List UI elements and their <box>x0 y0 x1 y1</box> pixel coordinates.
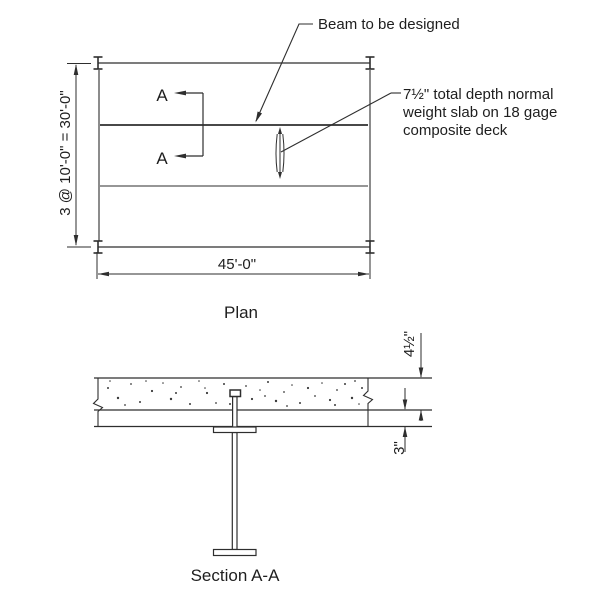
span-dimension <box>96 252 371 279</box>
deck-dimension-text: 3" <box>391 441 408 455</box>
slab-break-left <box>92 378 104 427</box>
column-symbol-bottom-left <box>93 240 103 254</box>
section-arrow-bottom <box>174 153 186 159</box>
topping-dimension <box>418 333 424 421</box>
bay-dimension-text: 3 @ 10'-0" = 30'-0" <box>57 90 74 215</box>
column-symbol-top-right <box>365 56 375 70</box>
section-letter-top: A <box>156 86 168 105</box>
section-view <box>92 333 432 557</box>
beam-callout-arrowhead <box>255 111 262 123</box>
span-dimension-text: 45'-0" <box>218 256 256 273</box>
slab-note-leader-diagonal <box>280 92 392 153</box>
beam-top-flange <box>212 426 257 434</box>
section-title: Section A-A <box>191 566 280 585</box>
deck-dimension <box>402 388 408 452</box>
deck-span-symbol <box>275 127 285 179</box>
beam-web <box>231 431 238 551</box>
shear-stud <box>229 389 242 429</box>
beam-callout-leader <box>255 23 313 123</box>
steel-beam <box>212 426 257 557</box>
slab-break-right <box>362 378 374 427</box>
column-symbol-top-left <box>93 56 103 70</box>
topping-dimension-text: 4½" <box>401 331 418 357</box>
section-letter-bottom: A <box>156 149 168 168</box>
plan-title: Plan <box>224 303 258 322</box>
bay-dimension <box>67 63 91 248</box>
section-cut-marks <box>174 90 204 159</box>
slab-note-line1: 7½" total depth normal <box>403 86 553 103</box>
beam-callout-text: Beam to be designed <box>318 16 460 33</box>
slab-note-line3: composite deck <box>403 122 508 139</box>
section-arrow-top <box>174 90 186 96</box>
stud-head <box>229 389 242 398</box>
concrete-stipple <box>107 380 363 407</box>
stud-shaft <box>232 395 238 429</box>
slab-note-line2: weight slab on 18 gage <box>402 104 557 121</box>
plan-view <box>67 23 401 279</box>
beam-bottom-flange <box>212 548 257 557</box>
